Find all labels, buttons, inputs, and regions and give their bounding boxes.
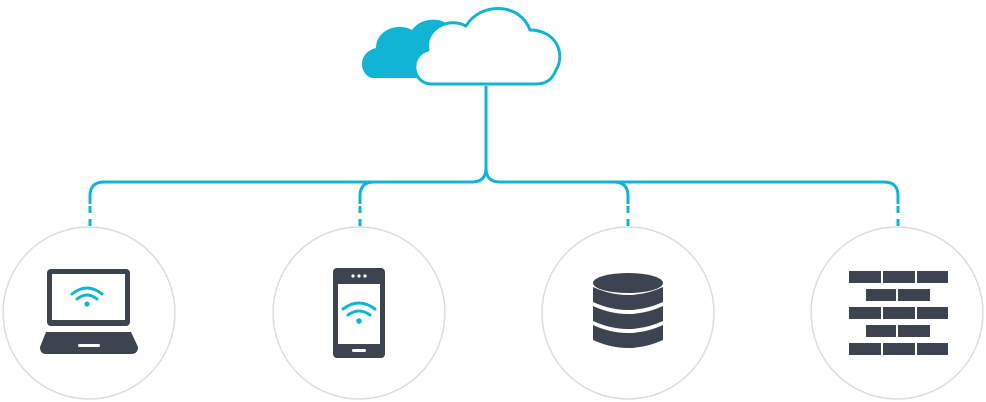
laptop-wifi-icon xyxy=(40,269,138,354)
cloud-icon xyxy=(361,7,562,86)
connector-lines xyxy=(88,86,900,228)
node-database xyxy=(541,226,715,400)
smartphone-wifi-icon xyxy=(333,268,385,358)
database-icon xyxy=(593,273,663,348)
node-circles xyxy=(2,226,984,400)
firewall-brick-wall-icon xyxy=(849,271,948,355)
